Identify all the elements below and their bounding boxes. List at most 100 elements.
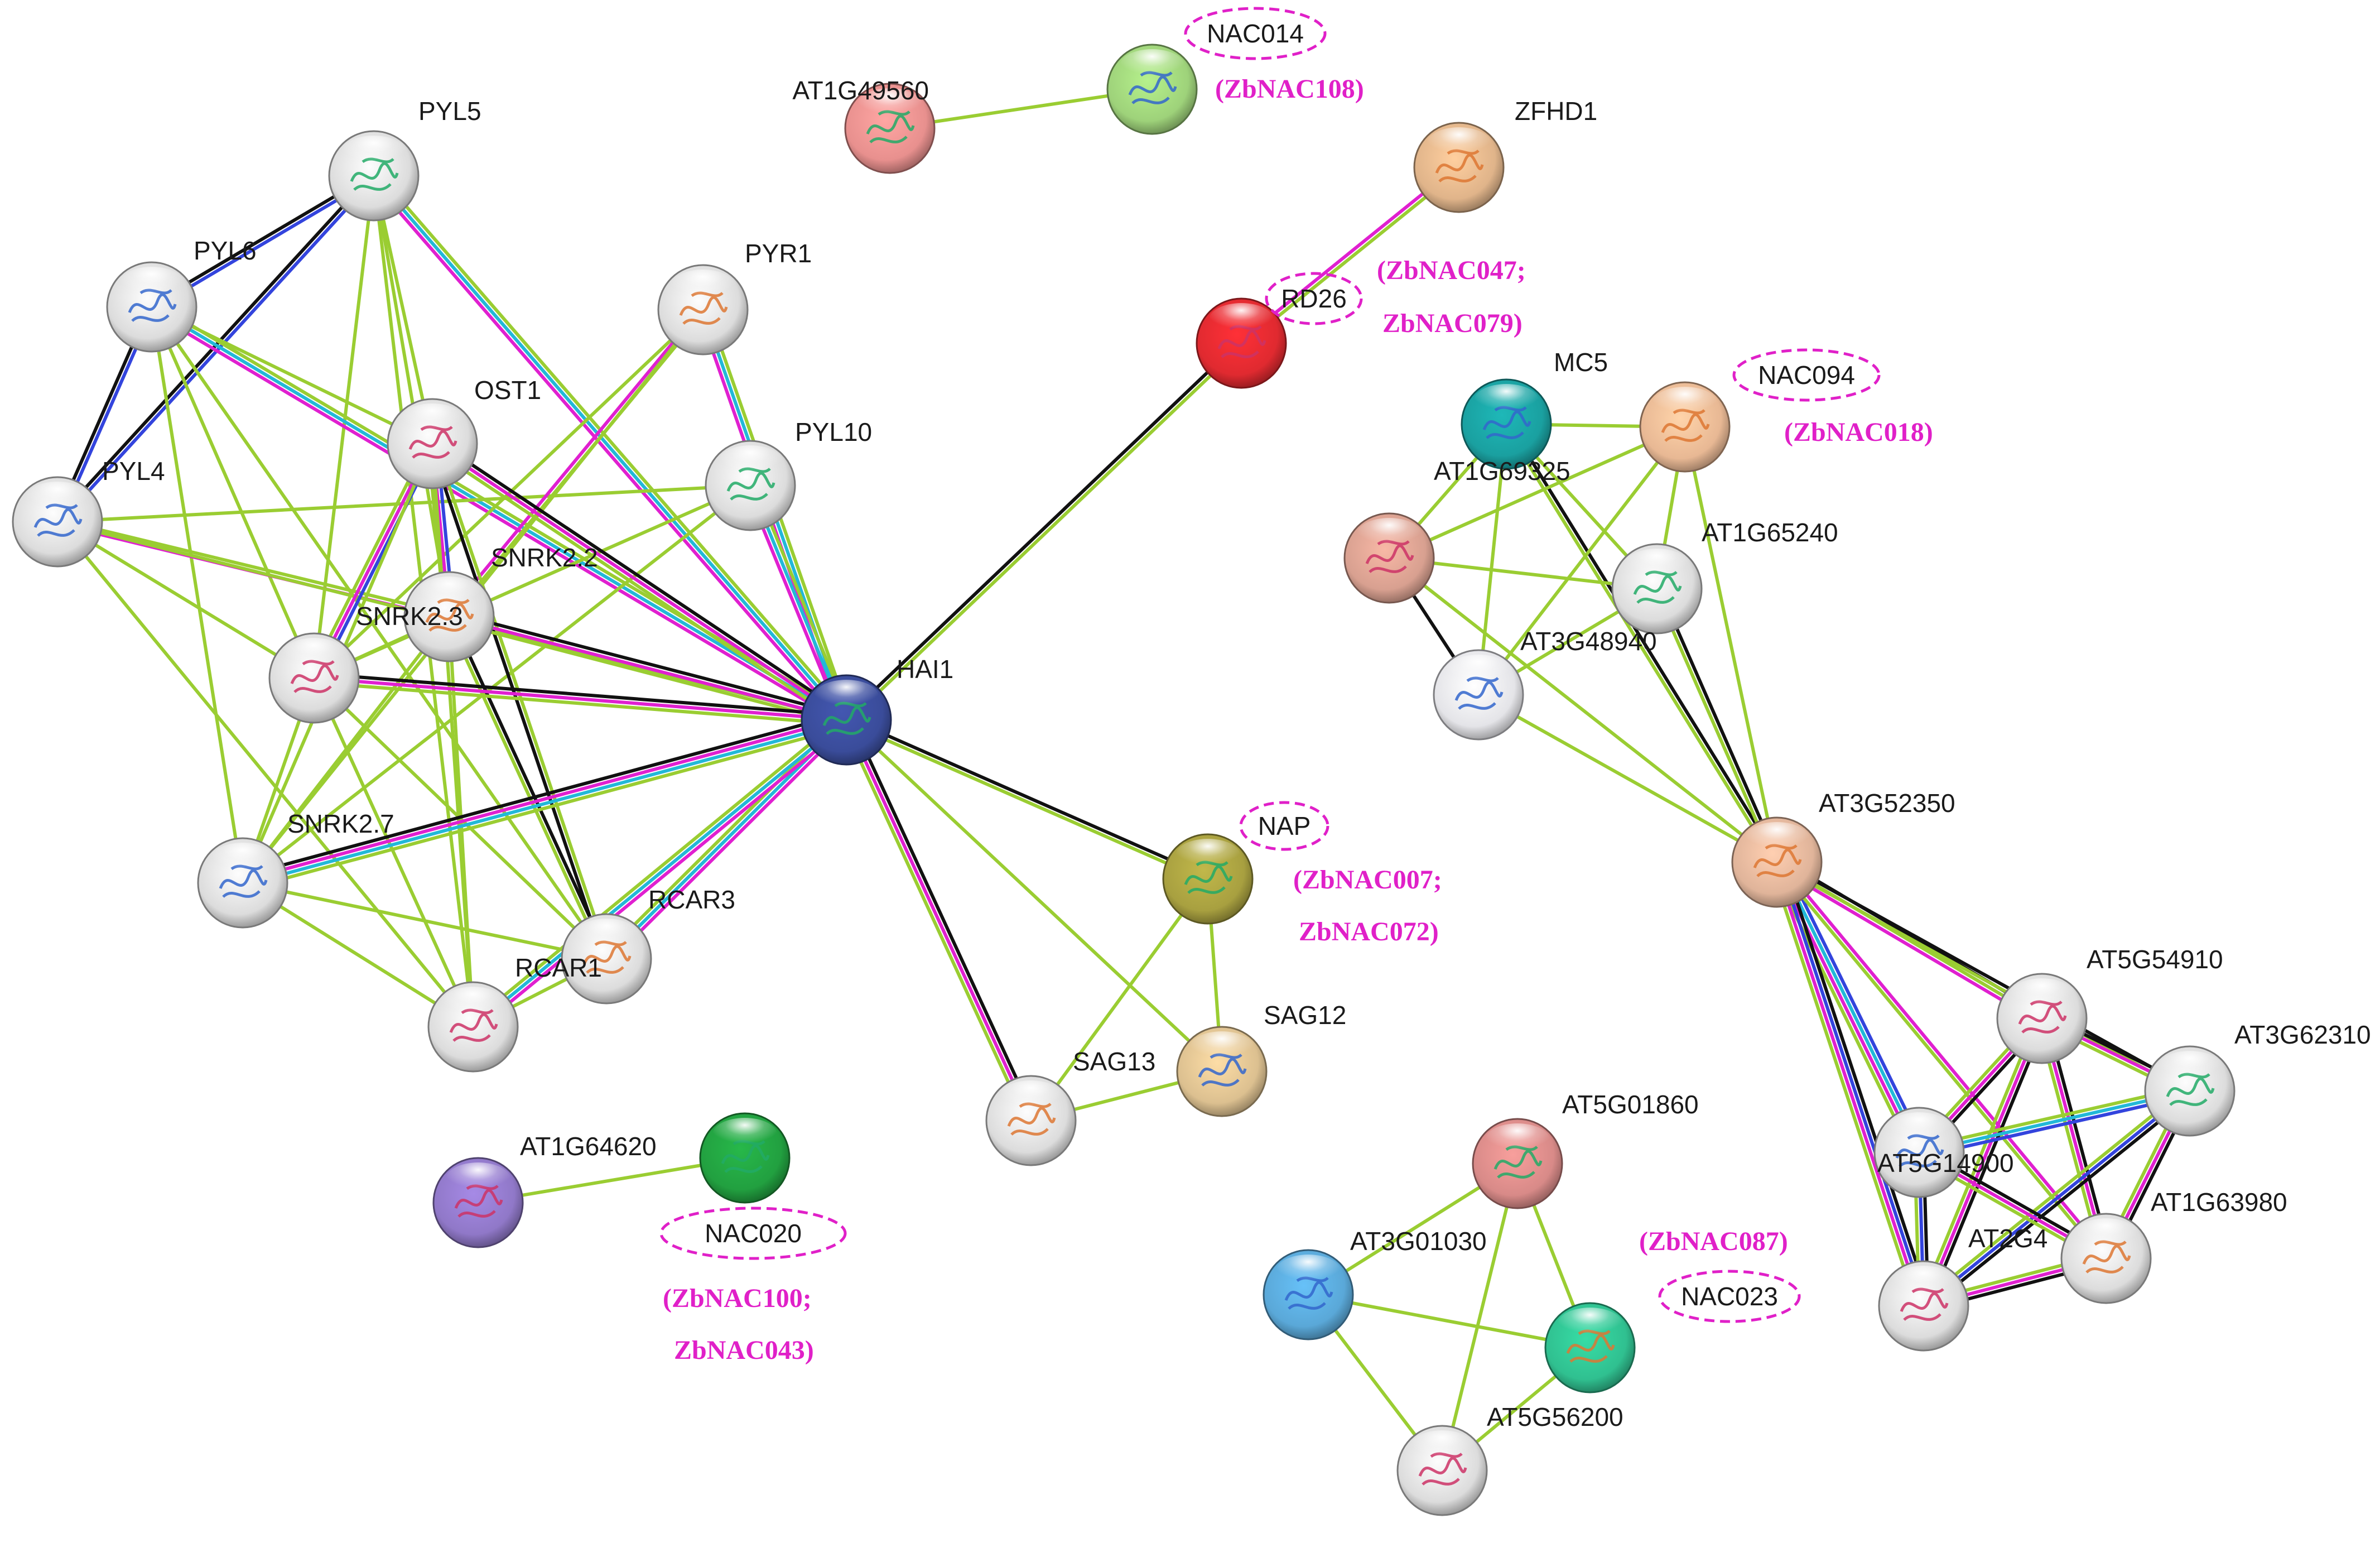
gloss-highlight <box>718 445 783 479</box>
edge-line-cyan <box>1919 1089 2190 1154</box>
edge-line-green <box>1920 1086 2188 1304</box>
node-label: PYL10 <box>795 417 872 446</box>
node-AT5G14900[interactable]: AT5G14900 <box>1873 1107 2014 1198</box>
edge-line-black <box>450 611 848 718</box>
node-label: MC5 <box>1554 348 1608 377</box>
node-MC5[interactable]: MC5 <box>1461 348 1608 470</box>
node-label: AT5G54910 <box>2087 945 2223 974</box>
node-HAI1[interactable]: HAI1 <box>801 655 953 766</box>
node-AT3G01030[interactable]: AT3G01030 <box>1263 1227 1487 1340</box>
node-label: NAC023 <box>1681 1282 1778 1311</box>
node-SAG12[interactable]: SAG12 <box>1176 1001 1346 1117</box>
gloss-highlight <box>2010 978 2074 1012</box>
node-NAC023[interactable]: NAC023 <box>1544 1282 1778 1393</box>
edge-line-black <box>1781 859 1932 1305</box>
edge-RD26-HAI1 <box>844 340 1244 723</box>
node-AT1G65240[interactable]: AT1G65240 <box>1611 518 1838 635</box>
gloss-highlight <box>417 576 481 610</box>
annotation-zbnac072: ZbNAC072) <box>1299 917 1439 946</box>
highlight-oval-NAC020 <box>659 1207 847 1260</box>
node-label: PYL6 <box>194 236 257 265</box>
node-AT1G64620[interactable]: AT1G64620 <box>432 1132 657 1248</box>
node-AT3G62310[interactable]: AT3G62310 <box>2144 1020 2371 1137</box>
highlight-oval-RD26 <box>1265 272 1363 325</box>
edge-line-green <box>1477 426 1687 696</box>
node-PYR1[interactable]: PYR1 <box>657 239 812 355</box>
gloss-highlight <box>400 403 465 437</box>
edge-line-green <box>242 881 607 960</box>
node-RCAR1[interactable]: RCAR1 <box>427 953 602 1073</box>
node-ZFHD1[interactable]: ZFHD1 <box>1413 97 1597 213</box>
edge-line-cyan <box>151 305 847 722</box>
node-SNRK2.3[interactable]: SNRK2.3 <box>268 602 463 724</box>
node-OST1[interactable]: OST1 <box>387 376 541 489</box>
edge-PYL6-SNRK2.7 <box>150 306 244 883</box>
edge-line-cyan <box>372 175 848 721</box>
edge-AT1G65240-AT3G52350 <box>1653 587 1781 864</box>
node-AT3G52350[interactable]: AT3G52350 <box>1731 789 1955 908</box>
edge-line-black <box>449 615 610 959</box>
edge-HAI1-SAG13 <box>841 717 1037 1123</box>
node-AT5G01860[interactable]: AT5G01860 <box>1472 1090 1699 1209</box>
node-AT5G56200[interactable]: AT5G56200 <box>1396 1402 1623 1516</box>
edge-line-green <box>1653 589 1777 864</box>
node-NAC014[interactable]: NAC014 <box>1106 19 1304 135</box>
node-label: AT5G01860 <box>1562 1090 1699 1119</box>
gloss-highlight <box>446 1162 510 1196</box>
node-NAC020[interactable]: NAC020 <box>699 1112 802 1248</box>
node-PYL4[interactable]: PYL4 <box>12 456 165 568</box>
edge-PYL5-HAI1 <box>369 171 851 724</box>
node-SNRK2.2[interactable]: SNRK2.2 <box>403 543 598 662</box>
edge-line-black <box>433 438 850 718</box>
edge-line-black <box>1506 422 1780 862</box>
node-AT2G4[interactable]: AT2G4 <box>1878 1224 2047 1352</box>
edge-line-green <box>244 724 849 891</box>
edge-line-magenta <box>242 716 846 883</box>
edge-line-cyan <box>472 718 847 1029</box>
edge-HAI1-SAG12 <box>845 718 1223 1073</box>
gloss-highlight <box>1891 1266 1956 1299</box>
node-PYL6[interactable]: PYL6 <box>106 236 257 353</box>
annotation-zbnac007: (ZbNAC007; <box>1293 865 1442 895</box>
highlight-oval-NAC094 <box>1732 348 1881 402</box>
gloss-highlight <box>671 270 735 303</box>
gloss-highlight <box>1485 1123 1550 1157</box>
edge-line-black <box>1777 858 2192 1091</box>
node-PYL5[interactable]: PYL5 <box>328 97 481 222</box>
node-PYL10[interactable]: PYL10 <box>705 417 872 531</box>
node-label: AT1G65240 <box>1702 518 1838 547</box>
edge-line-green <box>1477 693 1778 864</box>
highlight-oval-NAC014 <box>1184 7 1327 60</box>
node-RD26[interactable]: RD26 <box>1196 284 1347 389</box>
node-AT3G48940[interactable]: AT3G48940 <box>1433 627 1657 741</box>
node-AT1G49560[interactable]: AT1G49560 <box>792 76 936 174</box>
edge-line-green <box>56 521 475 1028</box>
gloss-highlight <box>1175 839 1240 872</box>
node-NAP[interactable]: NAP <box>1162 811 1311 925</box>
edge-line-black <box>1926 1019 2048 1309</box>
gloss-highlight <box>119 267 184 300</box>
gloss-highlight <box>574 919 639 952</box>
edge-AT3G52350-AT2G4 <box>1769 859 1932 1309</box>
node-label: OST1 <box>474 376 541 405</box>
node-SNRK2.7[interactable]: SNRK2.7 <box>197 809 394 929</box>
edge-AT5G01860-AT5G56200 <box>1440 1163 1519 1471</box>
edge-AT3G01030-NAC023 <box>1308 1293 1591 1349</box>
node-AT1G69325[interactable]: AT1G69325 <box>1343 456 1570 604</box>
node-label: ZFHD1 <box>1515 97 1597 126</box>
node-RCAR3[interactable]: RCAR3 <box>561 885 735 1005</box>
node-label: AT3G48940 <box>1520 627 1657 656</box>
edge-line-black <box>428 444 606 960</box>
edge-PYL10-SNRK2.7 <box>242 484 751 885</box>
edge-PYL6-RCAR3 <box>150 306 608 960</box>
edge-line-blue <box>1781 858 1927 1151</box>
edge-line-green <box>428 446 845 725</box>
node-NAC094[interactable]: NAC094 <box>1639 361 1855 473</box>
edge-NAC094-AT3G48940 <box>1477 426 1687 696</box>
edge-line-magenta <box>475 722 850 1032</box>
gloss-highlight <box>1189 1031 1254 1065</box>
node-SAG13[interactable]: SAG13 <box>985 1047 1155 1166</box>
node-AT1G63980[interactable]: AT1G63980 <box>2060 1188 2287 1304</box>
node-AT5G54910[interactable]: AT5G54910 <box>1996 945 2223 1064</box>
